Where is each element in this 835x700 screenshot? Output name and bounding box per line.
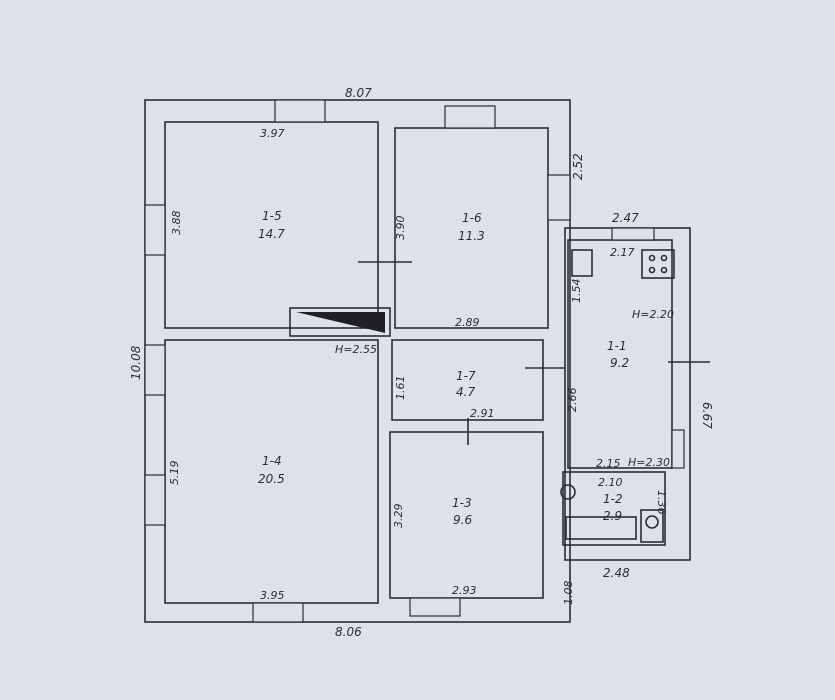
dim: 2.91 — [470, 407, 495, 420]
cooktop-icon — [641, 249, 675, 279]
dim: 3.95 — [260, 589, 285, 602]
dim-left: 10.08 — [129, 345, 143, 380]
bathtub-icon — [565, 516, 637, 540]
window — [144, 204, 166, 256]
dim: 2.66 — [566, 388, 579, 413]
room-area: 20.5 — [258, 472, 285, 486]
window — [144, 344, 166, 396]
dim: 2.10 — [598, 476, 623, 489]
stove-fill — [296, 312, 385, 333]
window — [671, 429, 685, 469]
dim-right-upper: 2.52 — [571, 153, 585, 180]
dim: 1.36 — [655, 490, 668, 515]
room-id: 1-6 — [462, 211, 482, 225]
window — [409, 597, 461, 617]
room-id: 1-5 — [262, 209, 282, 223]
room-id: 1-7 — [456, 369, 476, 383]
dim: 2.47 — [612, 211, 639, 225]
room-id: 1-1 — [607, 339, 627, 353]
window — [144, 474, 166, 526]
room-area: 4.7 — [456, 385, 475, 399]
room-1-3 — [389, 431, 544, 599]
toilet-icon — [640, 509, 664, 543]
dim: 5.19 — [168, 461, 181, 486]
window — [547, 174, 571, 221]
room-1-5 — [164, 121, 379, 329]
dim: 3.90 — [394, 216, 407, 241]
boiler-icon — [571, 249, 593, 277]
room-id: 1-4 — [262, 454, 282, 468]
room-id: 1-3 — [452, 496, 472, 510]
dim-right-lower: 1.08 — [562, 581, 575, 606]
window — [274, 99, 326, 123]
dim-top: 8.07 — [345, 86, 372, 100]
room-area: 11.3 — [458, 229, 485, 243]
dim: 2.17 — [610, 246, 635, 259]
dim: 1.61 — [394, 376, 407, 401]
sink-icon — [560, 484, 576, 500]
stove — [289, 307, 391, 337]
ceiling-height: H=2.30 — [628, 456, 670, 469]
ceiling-height: H=2.20 — [632, 308, 674, 321]
room-1-2 — [562, 471, 666, 546]
room-1-6 — [394, 127, 549, 329]
dim: 3.29 — [392, 504, 405, 529]
dim-bottom: 8.06 — [335, 625, 362, 639]
dim: 2.93 — [452, 584, 477, 597]
dim: 3.97 — [260, 127, 285, 140]
ceiling-height: H=2.55 — [335, 343, 377, 356]
dim: 6.67 — [700, 402, 714, 429]
dim: 2.48 — [603, 566, 630, 580]
room-id: 1-2 — [603, 492, 623, 506]
dim: 2.89 — [455, 316, 480, 329]
room-area: 9.2 — [610, 356, 629, 370]
room-1-1 — [567, 239, 673, 469]
window — [252, 602, 304, 623]
dim: 2.15 — [596, 457, 621, 470]
dim: 1.54 — [570, 279, 583, 304]
room-area: 2.9 — [603, 509, 622, 523]
room-area: 14.7 — [258, 227, 285, 241]
dim: 3.88 — [170, 211, 183, 236]
window — [444, 105, 496, 129]
outer-wall — [144, 99, 571, 623]
window — [611, 227, 655, 241]
room-area: 9.6 — [453, 513, 472, 527]
